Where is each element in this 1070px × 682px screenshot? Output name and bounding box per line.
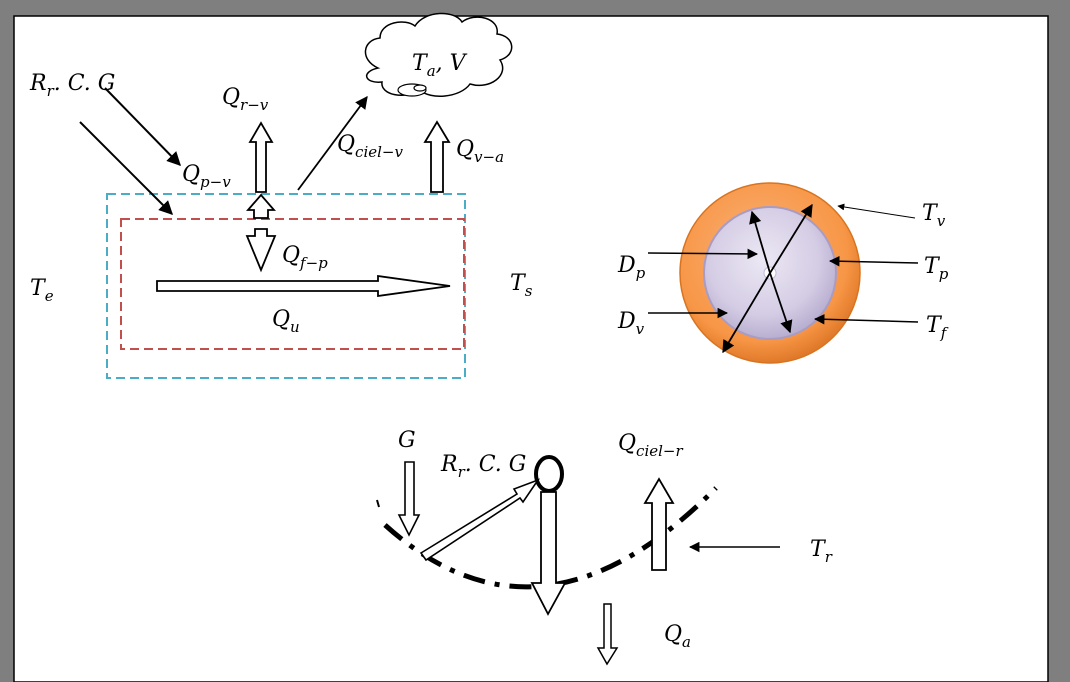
rr-cg-arrow [419,478,541,562]
g-arrow [397,461,421,537]
label-q-p-v: Qp−v [182,162,231,191]
label-q-r-v: Qr−v [222,85,269,114]
q-v-a-arrow [423,120,451,193]
cloud-wind-swirl-inner [413,84,427,92]
tf-pointer [813,314,919,325]
label-d-v: Dv [617,309,645,338]
q-u-arrow [156,274,451,298]
dp-arrow-a [749,210,771,274]
label-q-a: Qa [664,622,691,651]
label-q-ciel-v: Qciel−v [337,132,403,161]
dp-pointer [647,248,759,260]
label-t-r: Tr [810,537,833,566]
q-ciel-v-arrow [297,95,368,191]
cloud-shape [364,12,513,97]
label-d-p: Dp [617,253,646,282]
q-p-v-arrow [246,193,276,219]
label-t-v: Tv [922,201,946,230]
label-t-s: Ts [510,271,533,300]
label-q-v-a: Qv−a [456,137,504,166]
receiver-down-arrow [530,491,567,616]
frame-shadow-top [0,0,1070,16]
frame-shadow-right [1048,0,1070,682]
dv-arrow-a [769,203,813,274]
q-f-p-arrow [245,228,277,273]
dv-arrow-b [722,272,771,354]
label-rr-cg-bottom: Rr. C. G [440,452,526,481]
reflector-tick [376,499,380,508]
frame-shadow-left [0,0,14,682]
q-a-arrow [596,603,619,666]
tp-pointer [828,255,919,267]
dp-arrow-b [769,272,793,334]
label-q-f-p: Qf−p [282,243,328,272]
label-t-e: Te [30,276,54,305]
label-rr-cg-top: Rr. C. G [29,71,115,100]
label-t-f: Tf [926,313,949,342]
q-r-v-arrow [248,121,274,193]
q-ciel-r-arrow [643,477,675,571]
label-t-p: Tp [924,254,949,283]
label-q-u: Qu [272,307,300,336]
label-g: G [398,428,416,453]
solar-ray-1 [104,87,181,167]
tv-pointer [837,203,916,219]
label-ta-v: Ta, V [412,51,468,80]
label-q-ciel-r: Qciel−r [618,431,683,460]
receiver-ring [534,455,564,493]
solar-ray-2 [79,121,173,215]
absorber-boundary [120,218,465,350]
